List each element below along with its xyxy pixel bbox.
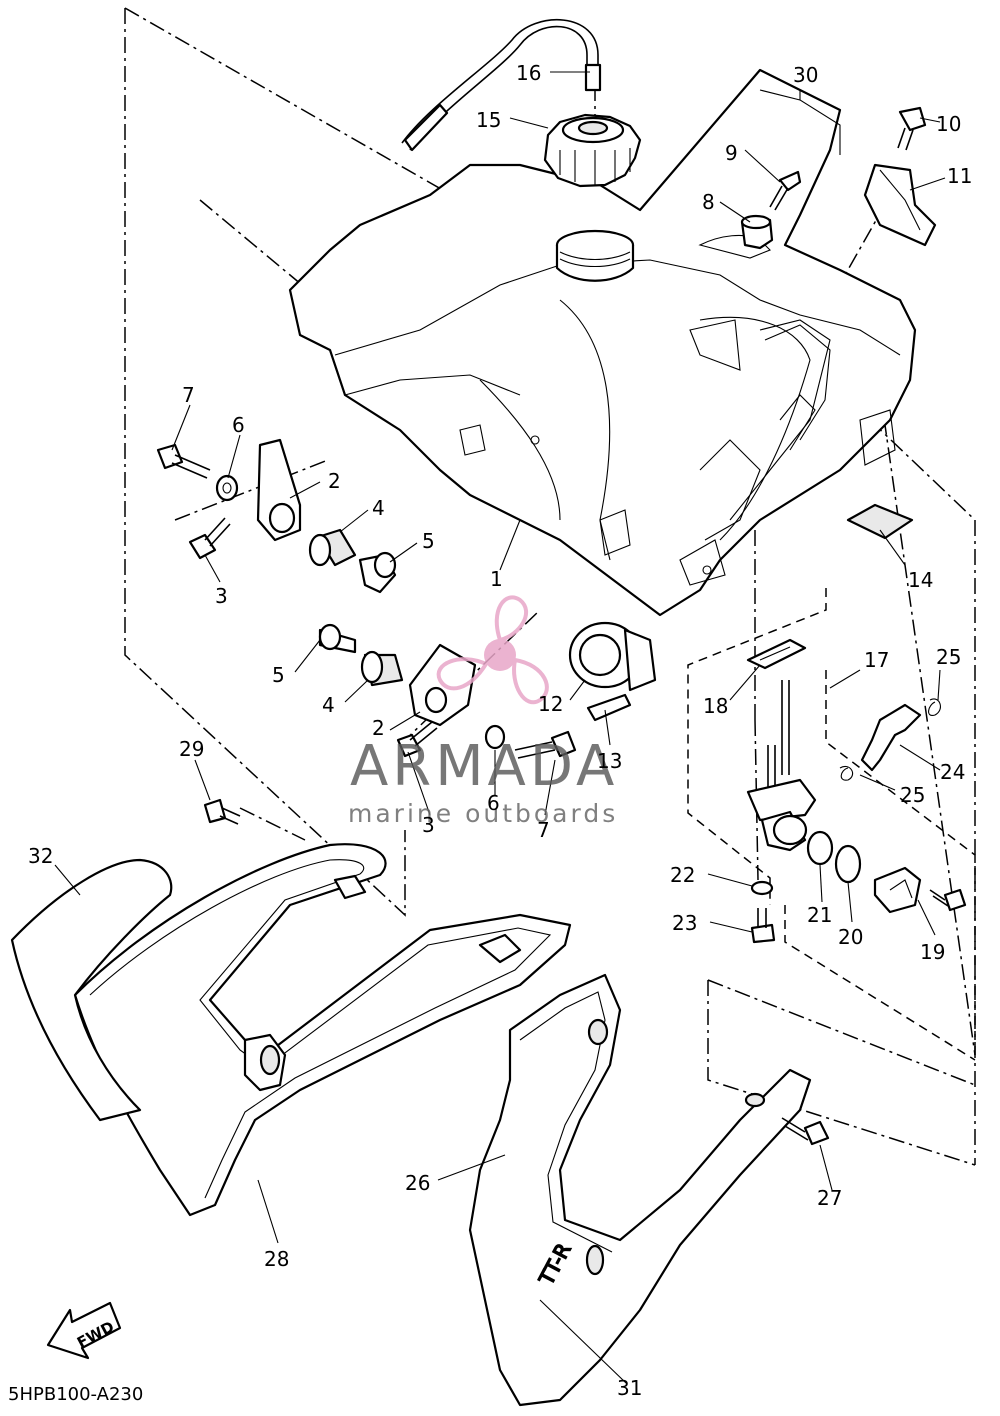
- callout-8: 8: [702, 190, 715, 214]
- collar-8: [740, 214, 774, 250]
- callout-26: 26: [405, 1171, 430, 1195]
- bracket-2-upper: [256, 438, 302, 542]
- bolt-7-lower: [514, 730, 577, 759]
- callout-16: 16: [516, 61, 541, 85]
- bolt-3-lower: [396, 721, 438, 758]
- watermark-tagline: marine outboards: [348, 799, 618, 828]
- callout-22: 22: [670, 863, 695, 887]
- bolt-27: [781, 1117, 830, 1146]
- hose-24: [860, 703, 922, 772]
- side-cover-28: [73, 843, 572, 1217]
- breather-hose: [401, 19, 602, 152]
- fwd-arrow: FWD: [46, 1301, 122, 1360]
- callout-4-lower: 4: [322, 693, 335, 717]
- callout-32: 32: [28, 844, 53, 868]
- callout-28: 28: [264, 1247, 289, 1271]
- callout-6-lower: 6: [487, 791, 500, 815]
- fuel-cock-body: [746, 680, 817, 852]
- callout-29: 29: [179, 737, 204, 761]
- callout-2-upper: 2: [328, 469, 341, 493]
- lever-19: [873, 866, 922, 914]
- callout-3-upper: 3: [215, 584, 228, 608]
- clip-25-upper: [928, 698, 941, 716]
- armada-watermark: ARMADA marine outboards: [348, 595, 618, 828]
- callout-4-upper: 4: [372, 496, 385, 520]
- collar-5-upper: [358, 551, 397, 594]
- bolt-7-upper: [156, 443, 211, 479]
- callout-3-lower: 3: [422, 813, 435, 837]
- side-cover-26: [468, 973, 812, 1407]
- callout-25-upper: 25: [936, 645, 961, 669]
- screw-19: [929, 888, 967, 912]
- callout-31: 31: [617, 1376, 642, 1400]
- callout-24: 24: [940, 760, 965, 784]
- fuel-cock-dashed-box: [687, 588, 976, 1061]
- damper-4-upper: [308, 528, 357, 567]
- callout-15: 15: [476, 108, 501, 132]
- screw-23: [750, 908, 776, 944]
- callout-17: 17: [864, 648, 889, 672]
- bolt-10: [897, 106, 927, 151]
- screw-9: [769, 170, 802, 211]
- callout-20: 20: [838, 925, 863, 949]
- o-ring-21: [806, 830, 834, 866]
- callout-10: 10: [936, 112, 961, 136]
- band-12: [568, 621, 657, 692]
- bolt-3-upper: [188, 517, 231, 560]
- callout-21: 21: [807, 903, 832, 927]
- clip-25-lower: [839, 766, 854, 781]
- washer-6-lower: [484, 724, 506, 750]
- callout-2-lower: 2: [372, 716, 385, 740]
- callout-25-lower: 25: [900, 783, 925, 807]
- decal-32: [10, 858, 173, 1122]
- damper-4-lower: [360, 650, 404, 687]
- damper-14: [846, 503, 914, 540]
- diagram-code: 5HPB100-A230: [8, 1384, 143, 1405]
- watermark-brand: ARMADA: [350, 734, 618, 799]
- callout-27: 27: [817, 1186, 842, 1210]
- callout-9: 9: [725, 141, 738, 165]
- callout-11: 11: [947, 164, 972, 188]
- callout-6-upper: 6: [232, 413, 245, 437]
- clip-11: [863, 163, 937, 247]
- callout-30: 30: [793, 63, 818, 87]
- callout-19: 19: [920, 940, 945, 964]
- callout-5-upper: 5: [422, 529, 435, 553]
- collar-5-lower: [318, 623, 357, 654]
- leader-lines: [54, 71, 946, 1384]
- callout-7-lower: 7: [537, 818, 550, 842]
- clip-13: [586, 693, 632, 722]
- gasket-18: [746, 638, 807, 670]
- washer-6-upper: [215, 474, 239, 502]
- callout-7-upper: 7: [182, 383, 195, 407]
- bolt-29: [203, 798, 241, 825]
- callout-5-lower: 5: [272, 663, 285, 687]
- fuel-tank: [288, 68, 917, 617]
- callout-13: 13: [597, 749, 622, 773]
- callout-14: 14: [908, 568, 933, 592]
- callout-18: 18: [703, 694, 728, 718]
- callout-12: 12: [538, 692, 563, 716]
- washer-22: [750, 880, 774, 896]
- callout-1: 1: [490, 567, 503, 591]
- callout-labels: 1 2 2 3 3 4 4 5 5 6 6 7 7 8 9 10 11 12 1…: [28, 61, 972, 1400]
- callout-23: 23: [672, 911, 697, 935]
- fuel-cap: [543, 113, 642, 188]
- propeller-logo-icon: [436, 595, 549, 705]
- tank-emblem-decal: [764, 324, 831, 441]
- o-ring-20: [834, 844, 862, 884]
